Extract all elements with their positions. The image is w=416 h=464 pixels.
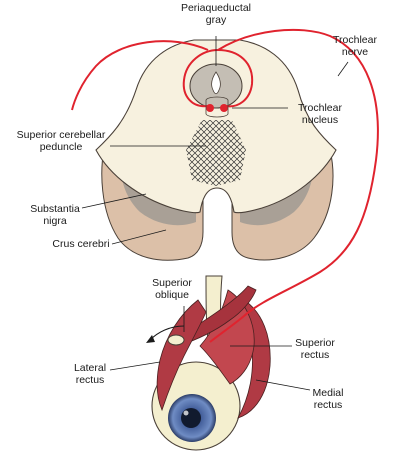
label-trochlear-nucleus: Trochlear nucleus bbox=[286, 102, 354, 126]
cerebral-aqueduct bbox=[211, 71, 221, 95]
trochlear-nerve-exit bbox=[209, 28, 379, 343]
leader-substantia-nigra bbox=[81, 193, 147, 209]
label-superior-cerebellar-peduncle: Superior cerebellar peduncle bbox=[2, 129, 120, 153]
label-trochlear-nucleus-line2: nucleus bbox=[301, 114, 339, 126]
label-superior-cerebellar-peduncle-line1: Superior cerebellar bbox=[16, 129, 106, 141]
eye-and-muscles bbox=[146, 275, 271, 451]
label-periaqueductal-gray-line2: gray bbox=[205, 14, 227, 26]
label-trochlear-nucleus-line1: Trochlear bbox=[298, 102, 342, 114]
leader-crus-cerebri bbox=[111, 229, 167, 245]
trochlea-pulley bbox=[167, 334, 185, 346]
trochlear-nerve-left-arc bbox=[71, 40, 209, 111]
label-lateral-rectus-line1: Lateral bbox=[73, 362, 107, 374]
label-superior-rectus: Superior rectus bbox=[288, 337, 342, 361]
label-medial-rectus-line1: Medial bbox=[312, 387, 344, 399]
label-superior-oblique-line2: oblique bbox=[155, 289, 189, 301]
label-trochlear-nerve: Trochlear nerve bbox=[320, 34, 390, 58]
leader-lines bbox=[81, 36, 349, 391]
label-crus-cerebri-line1: Crus cerebri bbox=[52, 238, 110, 250]
label-substantia-nigra: Substantia nigra bbox=[24, 203, 86, 227]
label-periaqueductal-gray-line1: Periaqueductal bbox=[180, 2, 252, 14]
label-superior-oblique: Superior oblique bbox=[144, 277, 200, 301]
label-medial-rectus: Medial rectus bbox=[304, 387, 352, 411]
leader-lateral-rectus bbox=[109, 361, 161, 371]
trochlear-nerve-path bbox=[71, 28, 379, 343]
label-periaqueductal-gray: Periaqueductal gray bbox=[168, 2, 264, 26]
superior-cerebellar-peduncle bbox=[186, 120, 246, 186]
intorsion-arrowhead bbox=[146, 335, 155, 343]
lateral-rectus-muscle bbox=[156, 299, 207, 412]
label-lateral-rectus-line2: rectus bbox=[75, 374, 105, 386]
pupil-highlight bbox=[183, 410, 189, 416]
label-crus-cerebri: Crus cerebri bbox=[46, 238, 116, 250]
label-trochlear-nerve-line2: nerve bbox=[341, 46, 369, 58]
leader-trochlear-nerve bbox=[337, 61, 349, 77]
label-superior-oblique-line1: Superior bbox=[152, 277, 192, 289]
label-medial-rectus-line2: rectus bbox=[313, 399, 343, 411]
trochlear-nucleus-right bbox=[220, 104, 228, 112]
leader-medial-rectus bbox=[255, 379, 311, 391]
trochlear-nucleus-outline bbox=[205, 96, 229, 118]
trochlear-nucleus-left bbox=[206, 104, 214, 112]
label-substantia-nigra-line1: Substantia bbox=[30, 203, 80, 215]
label-lateral-rectus: Lateral rectus bbox=[66, 362, 114, 386]
label-superior-rectus-line1: Superior bbox=[295, 337, 335, 349]
midbrain-section bbox=[95, 39, 337, 261]
pupil bbox=[181, 408, 201, 428]
label-substantia-nigra-line2: nigra bbox=[43, 215, 67, 227]
label-superior-rectus-line2: rectus bbox=[300, 349, 330, 361]
label-trochlear-nerve-line1: Trochlear bbox=[333, 34, 377, 46]
label-superior-cerebellar-peduncle-line2: peduncle bbox=[39, 141, 83, 153]
